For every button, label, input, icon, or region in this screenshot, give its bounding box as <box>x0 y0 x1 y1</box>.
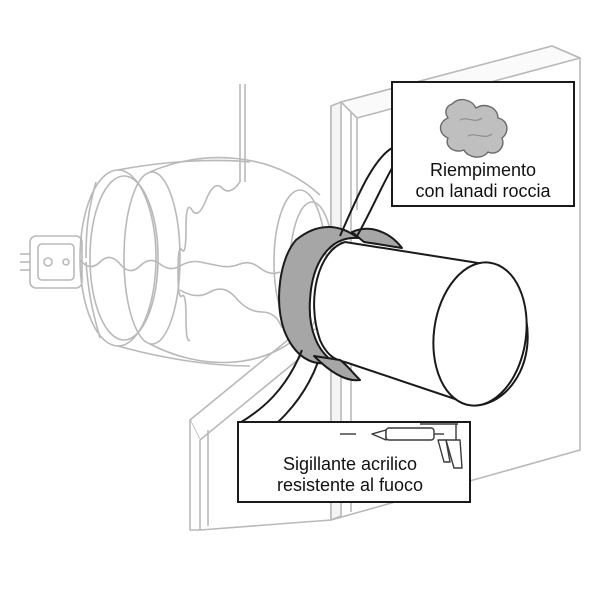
duct-pipe <box>313 241 529 407</box>
callout-mineral-wool: Riempimento con lanadi roccia <box>391 81 575 207</box>
caulking-gun-icon <box>340 423 463 469</box>
rock-wool-icon <box>439 98 508 158</box>
sealant-label-line2: resistente al fuoco <box>277 475 423 495</box>
callout-box-wool <box>391 81 575 207</box>
duct-fan-unit <box>20 84 335 367</box>
mineral-wool-ring <box>278 226 403 382</box>
sealant-label-line1: Sigillante acrilico <box>283 454 417 474</box>
wool-label-line1: Riempimento <box>430 160 536 180</box>
sealant-leader <box>237 349 303 425</box>
wool-leader <box>339 147 393 237</box>
wool-label-line2: con lanadi roccia <box>415 181 551 201</box>
callout-acrylic-sealant: Sigillante acrilico resistente al fuoco <box>237 421 471 503</box>
